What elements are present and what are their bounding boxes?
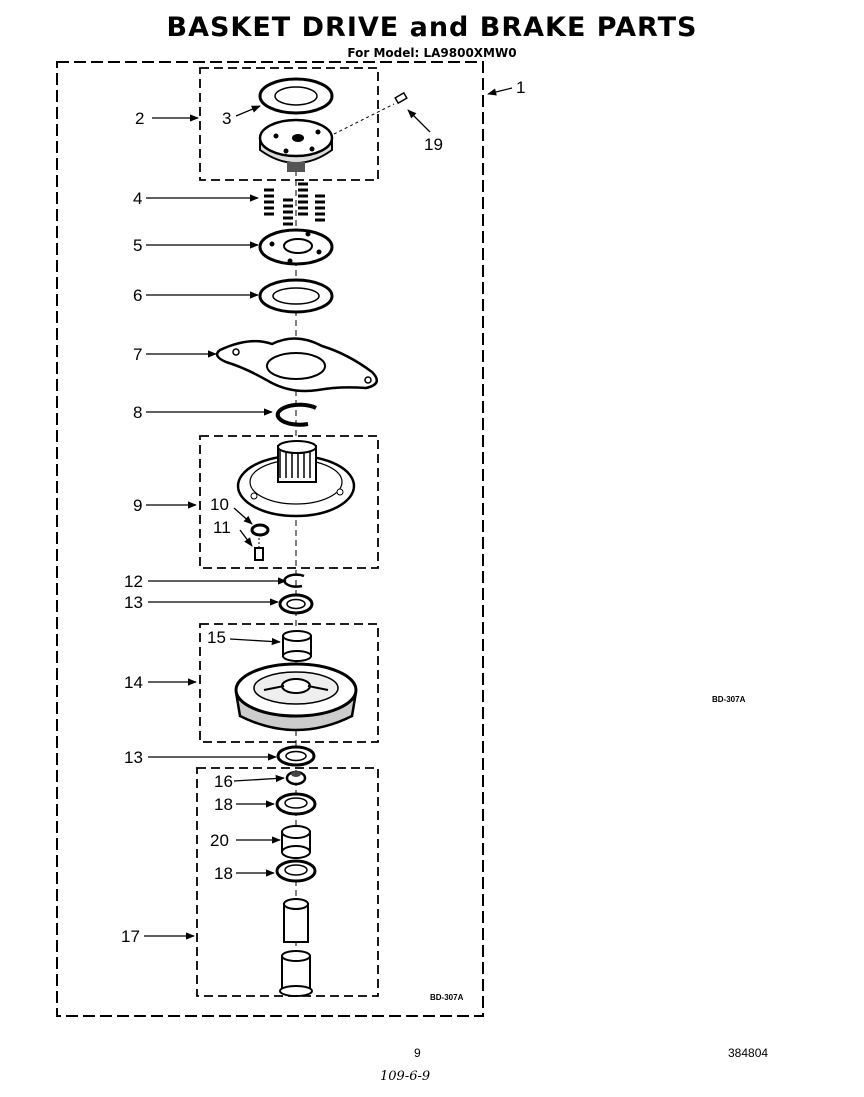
assembly-frame <box>56 61 484 1017</box>
group-box-14 <box>199 623 379 743</box>
label-3: 3 <box>222 109 231 128</box>
part-7-bracket <box>215 337 379 393</box>
group-box-17 <box>196 767 379 997</box>
label-4: 4 <box>133 189 142 208</box>
group-box-9 <box>199 435 379 569</box>
label-10: 10 <box>210 495 229 514</box>
part-6-washer <box>258 278 334 314</box>
part-12-snap-ring <box>283 573 305 588</box>
leader-lines <box>144 87 513 940</box>
group-box-2 <box>199 67 379 181</box>
label-20: 20 <box>210 831 229 850</box>
drawing-code-outer: BD-307A <box>712 695 746 704</box>
part-5-spring-plate <box>258 228 334 266</box>
part-2-hub-plate <box>258 118 334 172</box>
label-1: 1 <box>516 78 525 97</box>
part-17-shaft <box>279 898 313 997</box>
label-8: 8 <box>133 403 142 422</box>
label-16: 16 <box>214 772 233 791</box>
part-11-screw <box>254 538 264 561</box>
part-19-pin <box>333 91 408 135</box>
label-18-lower: 18 <box>214 864 233 883</box>
part-18-bearing-upper <box>275 792 317 816</box>
label-18-upper: 18 <box>214 795 233 814</box>
label-19: 19 <box>424 135 443 154</box>
part-16-cap <box>285 770 307 786</box>
label-17: 17 <box>121 927 140 946</box>
part-9-brake-assembly <box>236 440 356 518</box>
label-14: 14 <box>124 673 143 692</box>
part-13-seal-upper <box>278 593 314 615</box>
label-12: 12 <box>124 572 143 591</box>
page-number: 9 <box>414 1046 421 1060</box>
label-13-upper: 13 <box>124 593 143 612</box>
part-10-nut <box>250 523 270 537</box>
part-14-pulley <box>234 662 358 732</box>
document-number: 384804 <box>728 1046 769 1060</box>
label-9: 9 <box>133 496 142 515</box>
handwritten-note: 109-6-9 <box>380 1069 431 1084</box>
part-13-seal-lower <box>276 745 316 767</box>
label-2: 2 <box>135 109 144 128</box>
page-title: BASKET DRIVE and BRAKE PARTS <box>166 12 698 43</box>
label-13-lower: 13 <box>124 748 143 767</box>
model-subtitle: For Model: LA9800XMW0 <box>347 46 517 60</box>
label-6: 6 <box>133 286 142 305</box>
label-15: 15 <box>207 628 226 647</box>
part-20-bushing <box>281 825 311 859</box>
drawing-code-inner: BD-307A <box>430 993 464 1002</box>
label-11: 11 <box>213 518 231 537</box>
part-15-bearing <box>282 630 312 662</box>
label-5: 5 <box>133 236 142 255</box>
part-4-springs <box>264 182 325 226</box>
label-7: 7 <box>133 345 142 364</box>
part-8-retaining-ring <box>275 402 317 427</box>
part-18-bearing-lower <box>275 859 317 883</box>
part-3-washer <box>258 77 334 115</box>
